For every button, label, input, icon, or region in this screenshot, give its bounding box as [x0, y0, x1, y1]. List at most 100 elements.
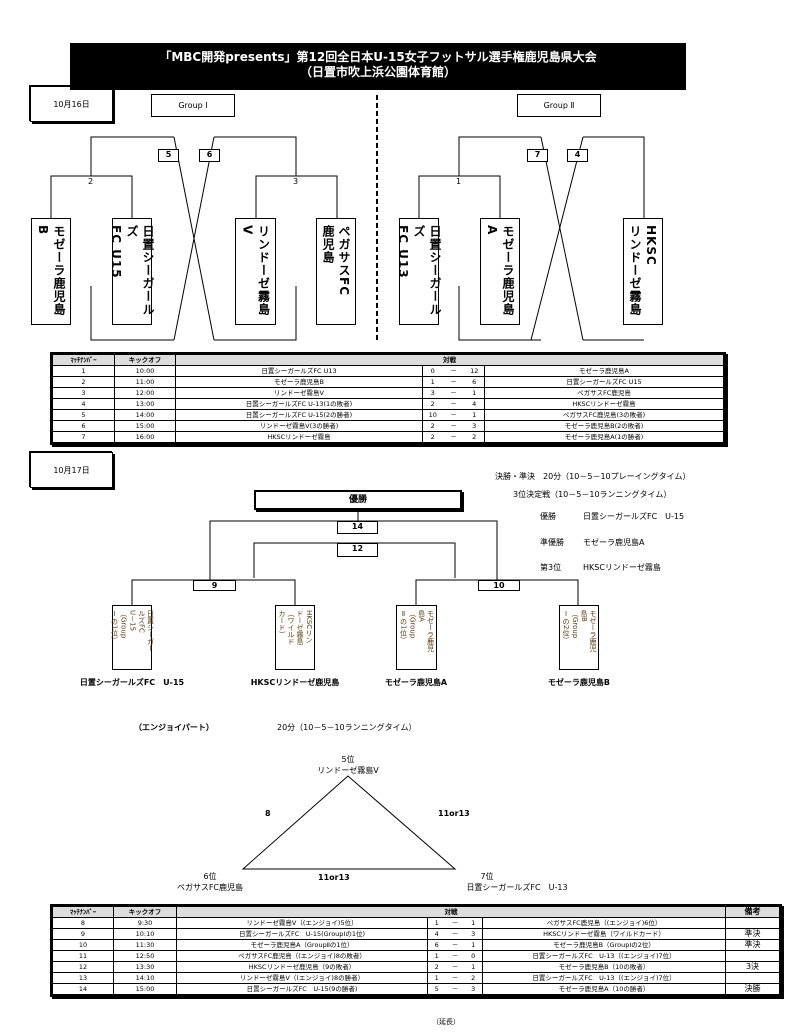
- result-team: 日置シーガールズFC U-15: [583, 512, 685, 521]
- home-score-cell: 2: [422, 420, 443, 432]
- enjoy-top-rank: 5位: [341, 755, 355, 764]
- away-team-cell: ペガサスFC鹿児島（(エンジョイ)6位）: [481, 917, 727, 929]
- match-number-cell: 6: [52, 420, 115, 432]
- enjoy-right-rank: 7位: [480, 872, 494, 881]
- bracket-line: [255, 175, 338, 218]
- home-score-cell: 2: [422, 431, 443, 443]
- kickoff-cell: 15:00: [113, 983, 177, 995]
- away-team-cell: 日置シーガールズFC U15: [484, 376, 724, 388]
- home-score-cell: 1: [427, 950, 446, 962]
- home-score-cell: 5: [427, 983, 446, 995]
- match-box-9: 9: [193, 580, 236, 591]
- kickoff-cell: 14:10: [113, 972, 177, 984]
- enjoy-title: （エンジョイパート）: [134, 723, 214, 732]
- bracket-line: [90, 286, 174, 341]
- match-number-cell: 5: [52, 409, 115, 421]
- overtime-note: （延長）: [432, 1018, 460, 1026]
- away-team-cell: モゼーラ鹿児島A（10の勝者）: [481, 983, 727, 995]
- header-notes: 備考: [725, 906, 780, 918]
- bracket-line: [214, 286, 297, 341]
- team-name: 日置シーガールズFC U-15: [79, 678, 185, 687]
- score-dash-cell: －: [442, 431, 465, 443]
- notes-cell: [725, 917, 780, 929]
- away-team-cell: 日置シーガールズFC U-13（(エンジョイ)7位）: [481, 972, 727, 984]
- away-team-cell: モゼーラ鹿児島A(1の勝者): [484, 431, 724, 443]
- match-number-cell: 4: [52, 398, 115, 410]
- kickoff-cell: 11:30: [113, 939, 177, 951]
- enjoy-top-team: リンドーゼ霧島V: [317, 766, 379, 775]
- match-number-cell: 3: [52, 387, 115, 399]
- team-name: HKSCリンドーゼ鹿児島: [250, 678, 340, 687]
- away-team-cell: ペガサスFC鹿児島: [484, 387, 724, 399]
- home-team-cell: HKSCリンドーゼ鹿児島（9の敗者）: [176, 961, 428, 973]
- away-team-cell: HKSCリンドーゼ霧島（ワイルドカード）: [481, 928, 727, 940]
- home-team-cell: リンドーゼ霧島V(3の勝者): [175, 420, 423, 432]
- enjoy-edge-bottom: 11or13: [318, 873, 350, 882]
- away-score-cell: 0: [464, 950, 483, 962]
- result-team: HKSCリンドーゼ霧島: [583, 563, 661, 572]
- home-score-cell: 1: [427, 917, 446, 929]
- home-team-cell: 日置シーガールズFC U13: [175, 365, 423, 377]
- notes-cell: [725, 950, 780, 962]
- score-dash-cell: －: [445, 950, 465, 962]
- score-dash-cell: －: [442, 387, 465, 399]
- enjoy-left-team: ペガサスFC鹿児島: [176, 883, 244, 892]
- home-team-cell: HKSCリンドーゼ霧島: [175, 431, 423, 443]
- team-name: モゼーラ鹿児島A: [384, 678, 448, 687]
- bracket-line: [530, 136, 584, 341]
- rule-semifinal-final: 決勝・準決 20分（10－5－10プレーイングタイム）: [495, 472, 691, 481]
- away-score-cell: 1: [464, 387, 485, 399]
- away-score-cell: 1: [464, 409, 485, 421]
- home-score-cell: 2: [422, 398, 443, 410]
- home-score-cell: 6: [427, 939, 446, 951]
- notes-cell: [725, 972, 780, 984]
- away-team-cell: 日置シーガールズFC U-13（(エンジョイ)7位）: [481, 950, 727, 962]
- match-box-5: 5: [158, 149, 179, 162]
- match-box-14: 14: [337, 521, 378, 534]
- away-score-cell: 1: [464, 961, 483, 973]
- kickoff-cell: 9:30: [113, 917, 177, 929]
- match-number-cell: 14: [52, 983, 114, 995]
- match-box-10: 10: [478, 580, 520, 591]
- match-box-12: 12: [337, 543, 378, 557]
- kickoff-cell: 11:00: [114, 376, 176, 388]
- away-team-cell: HKSCリンドーゼ霧島: [484, 398, 724, 410]
- home-score-cell: 4: [427, 928, 446, 940]
- home-team-cell: ペガサスFC鹿児島（(エンジョイ)8の敗者）: [176, 950, 428, 962]
- enjoy-edge-left: 8: [265, 809, 271, 818]
- home-team-cell: 日置シーガールズFC U-13(1の敗者): [175, 398, 423, 410]
- home-score-cell: 0: [422, 365, 443, 377]
- away-team-cell: モゼーラ鹿児島A: [484, 365, 724, 377]
- away-score-cell: 2: [464, 972, 483, 984]
- away-score-cell: 2: [464, 431, 485, 443]
- away-score-cell: 6: [464, 376, 485, 388]
- bracket-line: [418, 175, 501, 218]
- match-number-cell: 11: [52, 950, 114, 962]
- home-team-cell: リンドーゼ霧島V: [175, 387, 423, 399]
- score-dash-cell: －: [442, 420, 465, 432]
- rule-third-place: 3位決定戦（10－5－10ランニングタイム）: [513, 490, 672, 499]
- team-box: HKSCリンドーゼ霧島（ワイルドカード）: [275, 605, 315, 670]
- match-label-2: 2: [88, 177, 94, 186]
- score-dash-cell: －: [445, 983, 465, 995]
- day2-date: 10月17日: [30, 452, 113, 488]
- home-team-cell: 日置シーガールズFC U-15(GroupⅠの1位): [176, 928, 428, 940]
